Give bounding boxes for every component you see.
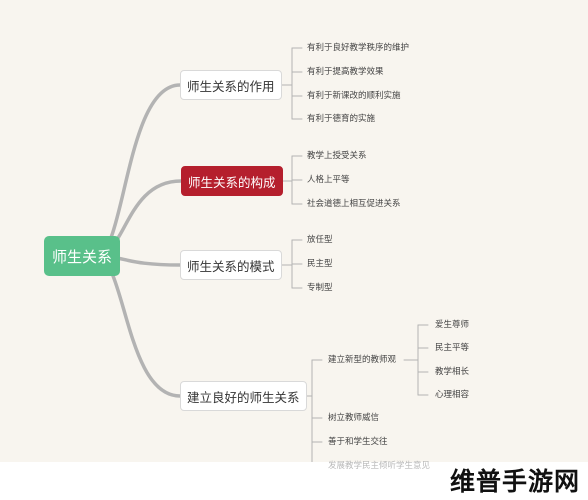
leaf-build-1-1: 爱生尊师 bbox=[435, 320, 470, 330]
branch-node-mode[interactable]: 师生关系的模式 bbox=[180, 250, 282, 280]
leaf-build-1-3: 教学相长 bbox=[435, 367, 470, 377]
leaf-build-1-2: 民主平等 bbox=[435, 343, 470, 353]
leaf-build-2: 树立教师威信 bbox=[328, 413, 380, 423]
leaf-role-2: 有利于提高教学效果 bbox=[307, 67, 384, 77]
leaf-role-1: 有利于良好教学秩序的维护 bbox=[307, 43, 410, 53]
leaf-build-1-4: 心理相容 bbox=[435, 390, 470, 400]
leaf-mode-2: 民主型 bbox=[307, 259, 333, 269]
root-node[interactable]: 师生关系 bbox=[44, 236, 120, 276]
leaf-role-3: 有利于新课改的顺利实施 bbox=[307, 91, 401, 101]
leaf-build-3: 善于和学生交往 bbox=[328, 437, 388, 447]
branch-node-role[interactable]: 师生关系的作用 bbox=[180, 70, 282, 100]
watermark: 维普手游网 bbox=[449, 467, 580, 496]
leaf-composition-3: 社会道德上相互促进关系 bbox=[307, 199, 401, 209]
branch-node-build[interactable]: 建立良好的师生关系 bbox=[180, 381, 307, 411]
leaf-build-1: 建立新型的教师观 bbox=[328, 355, 397, 365]
leaf-build-4: 发展教学民主倾听学生意见 bbox=[328, 461, 431, 471]
leaf-role-4: 有利于德育的实施 bbox=[307, 114, 376, 124]
branch-node-composition[interactable]: 师生关系的构成 bbox=[181, 166, 283, 196]
leaf-mode-1: 放任型 bbox=[307, 235, 333, 245]
leaf-composition-2: 人格上平等 bbox=[307, 175, 350, 185]
leaf-composition-1: 教学上授受关系 bbox=[307, 151, 367, 161]
root-branch-connector-3 bbox=[94, 254, 182, 398]
root-branch-connector-0 bbox=[94, 83, 182, 258]
leaf-mode-3: 专制型 bbox=[307, 283, 333, 293]
footer-band bbox=[0, 462, 588, 500]
